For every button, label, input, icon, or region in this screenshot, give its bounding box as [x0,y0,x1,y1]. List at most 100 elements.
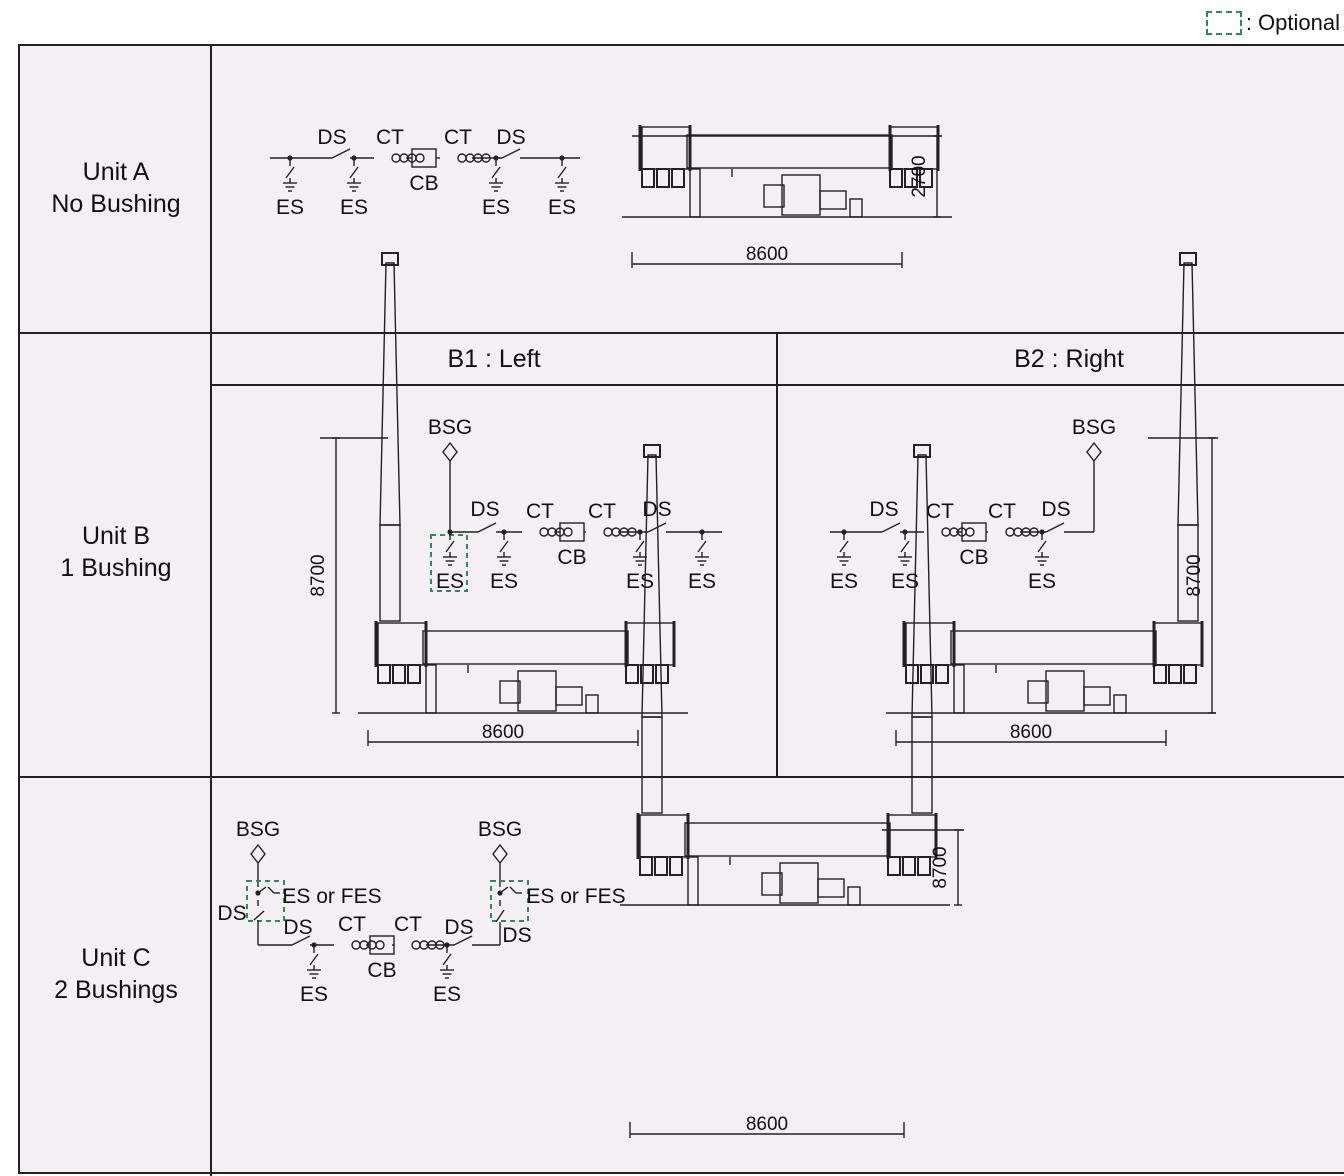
unit-c-bay-enclosure-tube [684,822,891,857]
es-blade [349,166,359,179]
unit-c-bay-bushing-chamber [641,716,663,814]
unit-a-bay-mechanism-box [919,168,933,188]
unit-b1-bay-mechanism-box [655,664,669,684]
disconnector-blade [477,522,497,533]
bushing-symbol [492,843,508,865]
es-stem [267,886,275,894]
unit-c-bay-mechanism-box [887,856,901,876]
circuit-breaker [369,935,395,955]
unit-b2-bay-mechanism-box [935,664,949,684]
unit-c-bay-mechanism-box [902,856,916,876]
ct-coil [415,153,425,163]
es-or-fes-label: ES or FES [282,885,381,908]
es-label: ES [276,196,304,219]
unit-b2-bay-mechanism-box [1153,664,1167,684]
unit-c-label: Unit C 2 Bushings [20,942,212,1006]
unit-a-bay-support-column [689,168,701,218]
ct-label: CT [444,126,472,149]
ct-coil [481,153,491,163]
variant-b1-header: B1 : Left [447,345,541,373]
ct-coil [1005,527,1015,537]
disconnector-blade [253,910,265,921]
ds-label: DS [496,126,525,149]
bushing-symbol [250,843,266,865]
optional-legend-label: : Optional [1245,10,1340,35]
optional-box [490,880,529,922]
bushing-symbol [442,441,458,463]
unit-a-bay-mechanism-box [904,168,918,188]
es-label: ES [891,570,919,593]
unit-b2-bay-bushing-insulator [1177,262,1199,526]
es-blade [309,953,319,966]
unit-c-name: Unit C [81,944,151,972]
optional-legend: : Optional [1205,8,1340,38]
unit-c-bay-support-column [687,856,699,906]
ct-coil [411,940,421,950]
ds-label: DS [317,126,346,149]
unit-c-bay-bushing-top [643,444,661,458]
unit-b1-bay-bushing-insulator [379,262,401,526]
es-blade [442,953,452,966]
unit-b2-bay-enclosure-tube [950,630,1157,665]
ct-label: CT [394,913,422,936]
disconnector-blade [501,148,521,159]
unit-b1-bay-drive-unit [555,686,583,706]
unit-c-bay-bushing-insulator [911,454,933,718]
ds-label: DS [283,916,312,939]
unit-b1-height-value: 8700 [308,554,329,596]
es-label: ES [300,983,328,1006]
disconnector-blade [881,522,901,533]
ds-label: DS [502,924,531,947]
ct-label: CT [526,500,554,523]
unit-b2-bay-mechanism-box [920,664,934,684]
unit-c-bay-bushing-top [913,444,931,458]
unit-b1-bay-left-module [377,622,427,666]
unit-b1-bay-support-column [425,664,437,714]
unit-b2-bay-mechanism-box [905,664,919,684]
es-label: ES [1028,570,1056,593]
ct-coil [457,153,467,163]
unit-c-bay-support-foot [847,886,861,906]
unit-a-label: Unit A No Bushing [20,156,212,220]
unit-b2-bay-bushing-top [1179,252,1197,266]
es-blade [635,540,645,553]
ds-label: DS [217,902,246,925]
es-blade [557,166,567,179]
disconnector-blade [453,935,473,946]
ct-label: CT [988,500,1016,523]
unit-a-bay-left-module [641,126,691,170]
unit-c-bay-mechanism-box [917,856,931,876]
unit-c-bay-mechanism-box [669,856,683,876]
unit-b1-bay-bushing-top [381,252,399,266]
unit-a-bay-support-foot [849,198,863,218]
es-label: ES [548,196,576,219]
unit-c-bay-mechanism-box [639,856,653,876]
unit-b2-bay-mechanism-box [1183,664,1197,684]
unit-b2-length-value: 8600 [1010,722,1052,743]
ct-coil [603,527,613,537]
ds-label: DS [470,498,499,521]
es-blade [900,540,910,553]
variant-divider [776,332,778,778]
unit-b2-bay-mechanism-box [1168,664,1182,684]
ct-coil [627,527,637,537]
unit-a-bay-mechanism-box [656,168,670,188]
unit-c-bay-bushing-chamber [911,716,933,814]
unit-b1-bay-operating-mechanism [499,680,521,704]
unit-b-label: Unit B 1 Bushing [20,520,212,584]
unit-b1-bay-mechanism-box [377,664,391,684]
ds-label: DS [869,498,898,521]
unit-a-height-value: 2700 [909,155,930,197]
unit-b1-length-value: 8600 [482,722,524,743]
es-label: ES [688,570,716,593]
es-blade [839,540,849,553]
unit-a-bay-mechanism-box [671,168,685,188]
cb-label: CB [557,546,586,569]
unit-b1-bay-mechanism-box [407,664,421,684]
unit-c-desc: 2 Bushings [54,976,178,1004]
unit-a-bay-enclosure-tube [686,134,893,169]
bsg-label: BSG [236,818,280,841]
unit-a-bay-control-cabinet [781,174,821,216]
unit-b2-bay-control-cabinet [1045,670,1085,712]
